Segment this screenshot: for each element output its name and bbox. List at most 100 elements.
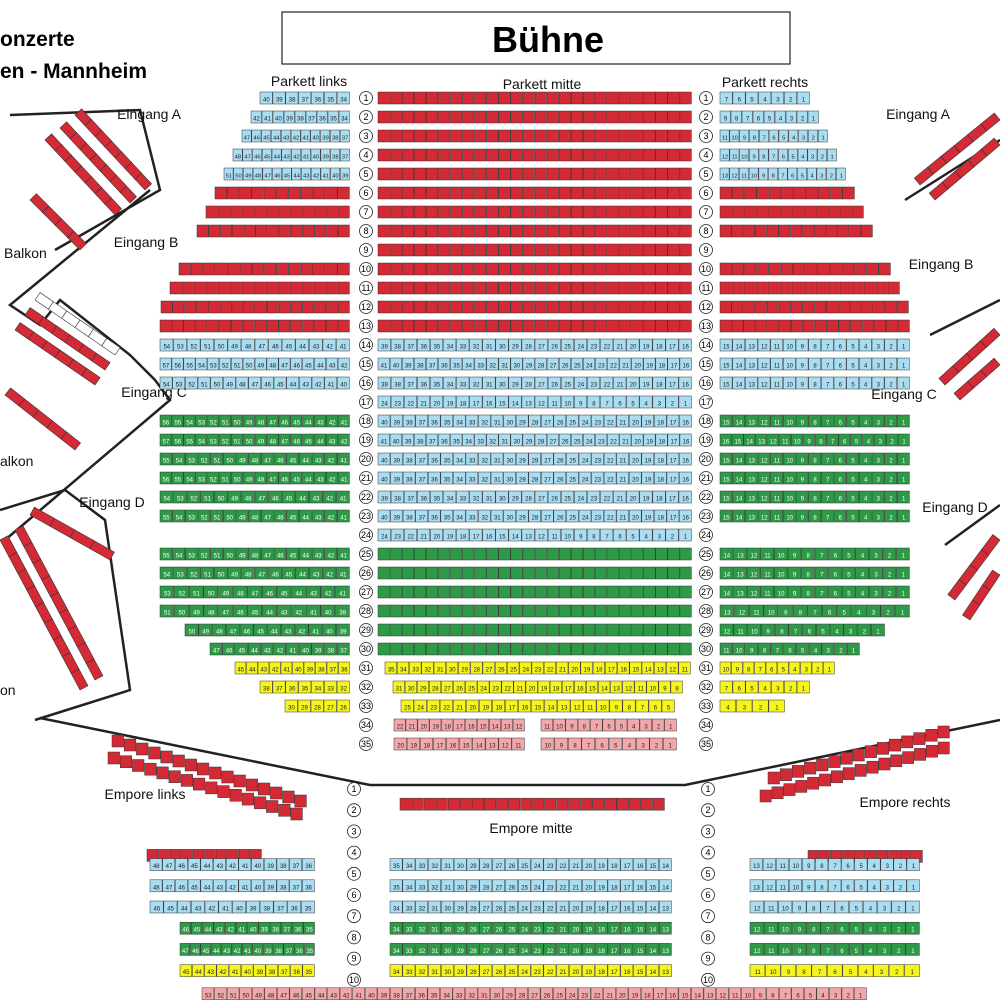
seat[interactable] (616, 452, 629, 466)
seat[interactable] (607, 243, 620, 257)
seat[interactable] (534, 91, 547, 105)
seat[interactable] (756, 262, 769, 276)
seat[interactable] (783, 783, 796, 796)
seat[interactable] (339, 129, 350, 143)
seat[interactable] (426, 167, 439, 181)
seat[interactable] (522, 224, 535, 238)
seat[interactable] (438, 642, 451, 656)
seat[interactable] (486, 205, 499, 219)
seat[interactable] (159, 376, 173, 390)
seat[interactable] (896, 300, 909, 314)
seat[interactable] (546, 357, 559, 371)
seat[interactable] (842, 186, 855, 200)
seat[interactable] (729, 167, 740, 181)
seat[interactable] (591, 452, 604, 466)
seat[interactable] (486, 585, 499, 599)
seat[interactable] (546, 167, 559, 181)
seat[interactable] (745, 414, 758, 428)
seat[interactable] (377, 129, 390, 143)
seat[interactable] (389, 186, 402, 200)
seat[interactable] (534, 186, 547, 200)
seat[interactable] (270, 786, 283, 800)
seat[interactable] (793, 262, 806, 276)
seat[interactable] (679, 414, 692, 428)
seat[interactable] (866, 262, 879, 276)
seat[interactable] (207, 319, 220, 333)
seat[interactable] (503, 414, 516, 428)
seat[interactable] (808, 338, 822, 352)
seat[interactable] (667, 205, 680, 219)
seat[interactable] (566, 452, 579, 466)
seat[interactable] (679, 319, 692, 333)
seat[interactable] (498, 243, 511, 257)
seat[interactable] (413, 357, 426, 371)
seat[interactable] (897, 414, 910, 428)
seat[interactable] (546, 566, 559, 580)
seat[interactable] (456, 376, 470, 390)
seat[interactable] (413, 110, 426, 124)
seat[interactable] (242, 319, 255, 333)
seat[interactable] (399, 797, 412, 811)
seat[interactable] (498, 319, 511, 333)
balcony-seat[interactable] (91, 352, 111, 371)
seat[interactable] (546, 110, 559, 124)
seat[interactable] (262, 167, 273, 181)
seat[interactable] (325, 262, 338, 276)
seat[interactable] (643, 433, 656, 447)
seat[interactable] (583, 148, 596, 162)
seat[interactable] (763, 110, 775, 124)
seat[interactable] (508, 376, 522, 390)
seat[interactable] (768, 129, 779, 143)
seat[interactable] (389, 604, 402, 618)
seat[interactable] (757, 414, 771, 428)
seat[interactable] (805, 262, 818, 276)
seat[interactable] (607, 585, 620, 599)
seat[interactable] (286, 376, 300, 390)
seat[interactable] (731, 224, 744, 238)
seat[interactable] (546, 433, 559, 447)
seat[interactable] (667, 224, 680, 238)
seat[interactable] (401, 319, 414, 333)
seat[interactable] (631, 129, 644, 143)
seat[interactable] (839, 281, 852, 295)
seat[interactable] (871, 376, 885, 390)
seat[interactable] (231, 433, 243, 447)
seat[interactable] (438, 205, 451, 219)
seat[interactable] (889, 738, 902, 752)
seat[interactable] (438, 300, 451, 314)
seat[interactable] (679, 357, 692, 371)
seat[interactable] (826, 167, 836, 181)
seat[interactable] (595, 262, 608, 276)
seat[interactable] (401, 167, 414, 181)
seat[interactable] (241, 281, 254, 295)
seat[interactable] (828, 755, 841, 768)
seat[interactable] (556, 797, 569, 811)
seat[interactable] (821, 357, 834, 371)
seat[interactable] (221, 770, 234, 784)
seat[interactable] (426, 623, 439, 637)
seat[interactable] (426, 604, 439, 618)
seat[interactable] (560, 338, 574, 352)
seat[interactable] (640, 797, 653, 811)
seat[interactable] (815, 281, 828, 295)
seat[interactable] (438, 129, 451, 143)
seat[interactable] (570, 604, 583, 618)
seat[interactable] (290, 224, 303, 238)
seat[interactable] (600, 338, 614, 352)
balcony-seat[interactable] (980, 137, 1000, 157)
seat[interactable] (278, 414, 291, 428)
seat[interactable] (337, 376, 350, 390)
seat[interactable] (266, 319, 279, 333)
seat[interactable] (897, 376, 910, 390)
seat[interactable] (595, 110, 608, 124)
seat[interactable] (426, 547, 439, 561)
seat[interactable] (474, 319, 487, 333)
seat[interactable] (413, 319, 426, 333)
seat[interactable] (254, 319, 267, 333)
seat[interactable] (745, 338, 758, 352)
seat[interactable] (719, 433, 732, 447)
seat[interactable] (377, 376, 391, 390)
seat[interactable] (583, 566, 596, 580)
seat[interactable] (266, 357, 279, 371)
seat[interactable] (498, 585, 511, 599)
